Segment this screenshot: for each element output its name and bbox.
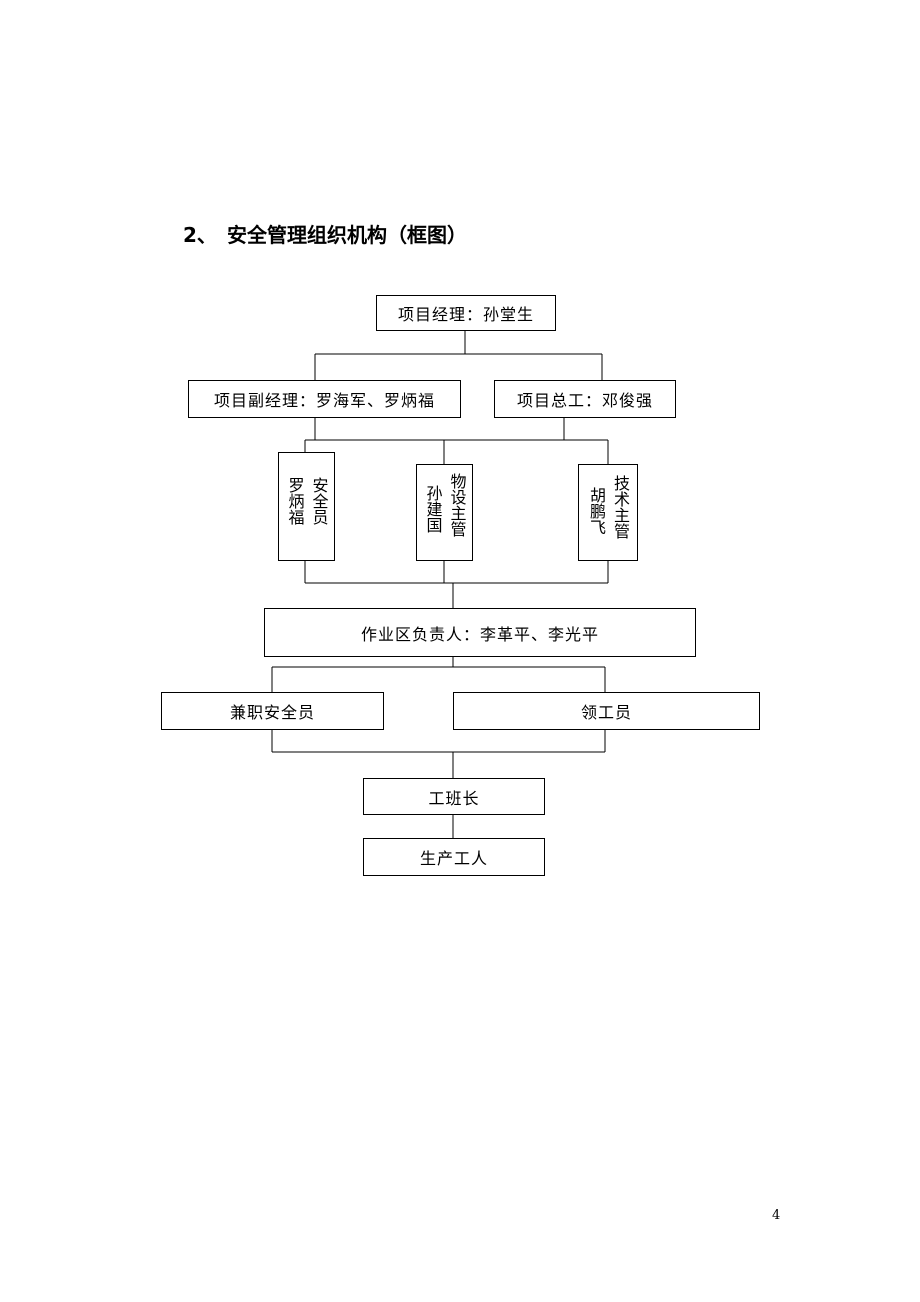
workers-box: 生产工人	[363, 838, 545, 876]
chief-engineer-box: 项目总工：邓俊强	[494, 380, 676, 418]
material-supervisor-box: 物设主管 孙建国	[416, 464, 473, 561]
area-head-box: 作业区负责人：李革平、李光平	[264, 608, 696, 657]
foreman-box: 领工员	[453, 692, 760, 730]
page-number: 4	[772, 1208, 781, 1223]
safety-officer-name: 罗炳福	[285, 477, 305, 525]
material-supervisor-name: 孙建国	[423, 485, 443, 533]
team-leader-label: 工班长	[428, 788, 480, 808]
material-supervisor-role: 物设主管	[447, 473, 467, 537]
team-leader-box: 工班长	[363, 778, 545, 815]
part-time-safety-box: 兼职安全员	[161, 692, 384, 730]
deputy-manager-box: 项目副经理：罗海军、罗炳福	[188, 380, 461, 418]
safety-officer-box: 安全员 罗炳福	[278, 452, 335, 561]
safety-officer-role: 安全员	[309, 477, 329, 525]
project-manager-box: 项目经理：孙堂生	[376, 295, 556, 331]
section-heading: 2、安全管理组织机构（框图）	[183, 219, 467, 248]
tech-supervisor-role: 技术主管	[611, 475, 630, 539]
section-title: 安全管理组织机构（框图）	[227, 223, 467, 247]
section-number: 2、	[183, 223, 217, 247]
foreman-label: 领工员	[580, 703, 632, 722]
part-time-safety-label: 兼职安全员	[229, 703, 315, 722]
area-head-label: 作业区负责人：李革平、李光平	[360, 624, 599, 644]
tech-supervisor-box: 技术主管 胡鹏飞	[578, 464, 638, 561]
chief-engineer-label: 项目总工：邓俊强	[516, 391, 653, 410]
deputy-manager-label: 项目副经理：罗海军、罗炳福	[213, 391, 435, 410]
tech-supervisor-name: 胡鹏飞	[587, 487, 606, 535]
workers-label: 生产工人	[419, 849, 488, 868]
project-manager-label: 项目经理：孙堂生	[397, 305, 534, 324]
